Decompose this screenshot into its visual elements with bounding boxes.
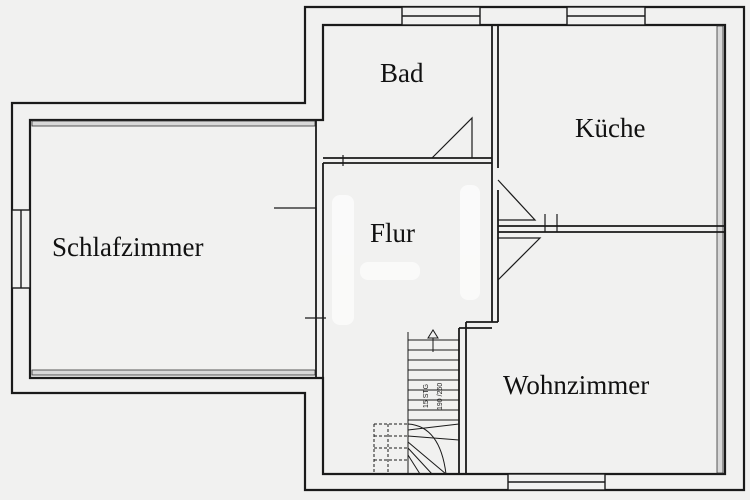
door-swings: [274, 116, 558, 319]
hatched-walls: [31, 25, 724, 474]
room-label-schlafzimmer: Schlafzimmer: [52, 232, 203, 262]
room-label-bad: Bad: [380, 58, 424, 88]
smudge-marks: [332, 185, 480, 325]
stair-dimension-label: 190 /260: [437, 383, 444, 410]
door-kueche: [497, 179, 537, 221]
door-bad: [431, 116, 473, 159]
door-wohnzimmer: [497, 237, 542, 281]
stair-steps-label: 15 STG: [423, 384, 430, 408]
room-label-flur: Flur: [370, 218, 415, 248]
door-schlafzimmer: [274, 207, 317, 250]
room-label-wohnzimmer: Wohnzimmer: [503, 370, 649, 400]
staircase: [373, 329, 460, 475]
room-label-kueche: Küche: [575, 113, 645, 143]
interior-walls: [315, 25, 725, 474]
windows: [11, 6, 646, 491]
